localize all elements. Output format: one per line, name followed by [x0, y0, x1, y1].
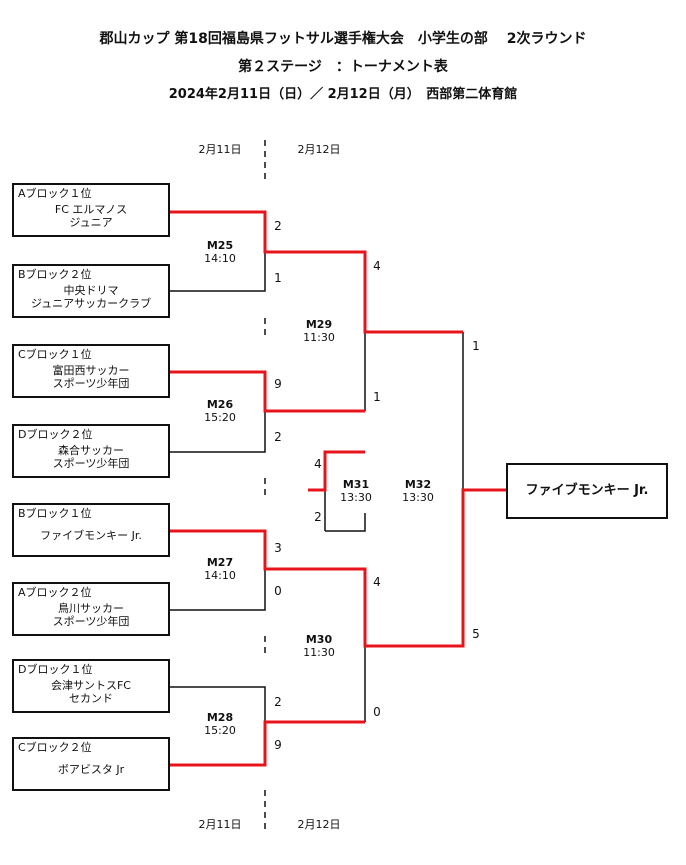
- team-name-line2: セカンド: [69, 692, 113, 705]
- score-m30-top: 4: [373, 575, 381, 589]
- team-name: 鳥川サッカー: [58, 602, 124, 615]
- team-slot-3: Cブロック１位 富田西サッカースポーツ少年団: [12, 344, 170, 398]
- match-m29: M29 11:30: [289, 318, 349, 344]
- score-m31-bottom: 2: [314, 510, 322, 524]
- match-id: M30: [305, 633, 333, 646]
- team-name: 森合サッカー: [58, 444, 124, 457]
- team-name-line2: スポーツ少年団: [52, 457, 130, 470]
- match-time: 15:20: [204, 724, 236, 737]
- match-time: 14:10: [204, 252, 236, 265]
- team-slot-5: Bブロック１位 ファイブモンキー Jr.: [12, 503, 170, 557]
- score-m28-bottom: 9: [274, 738, 282, 752]
- date-day1-top: 2月11日: [198, 143, 242, 156]
- match-m26: M26 15:20: [190, 398, 250, 424]
- score-m26-top: 9: [274, 377, 282, 391]
- champion-box: ファイブモンキー Jr.: [506, 463, 668, 519]
- score-m31-top: 4: [314, 457, 322, 471]
- match-m27: M27 14:10: [190, 556, 250, 582]
- stage-title: 第２ステージ ：トーナメント表: [238, 59, 448, 75]
- match-time: 11:30: [303, 646, 335, 659]
- team-name: 中央ドリマ: [63, 284, 119, 297]
- block-label: Cブロック２位: [18, 741, 92, 754]
- match-m30: M30 11:30: [289, 633, 349, 659]
- block-label: Aブロック１位: [18, 187, 92, 200]
- match-time: 15:20: [204, 411, 236, 424]
- score-m29-bottom: 1: [373, 390, 381, 404]
- score-m28-top: 2: [274, 695, 282, 709]
- score-m29-top: 4: [373, 259, 381, 273]
- date-venue: 2024年2月11日（日）／ 2月12日（月） 西部第二体育館: [168, 87, 518, 102]
- match-time: 13:30: [402, 491, 434, 504]
- date-day1-bottom: 2月11日: [198, 818, 242, 831]
- block-label: Dブロック１位: [18, 663, 93, 676]
- team-name: ボアビスタ Jr: [57, 763, 125, 776]
- score-m30-bottom: 0: [373, 705, 381, 719]
- block-label: Aブロック２位: [18, 586, 92, 599]
- match-time: 13:30: [340, 491, 372, 504]
- team-name-line2: ジュニアサッカークラブ: [30, 297, 152, 310]
- date-day2-top: 2月12日: [297, 143, 341, 156]
- date-day2-bottom: 2月12日: [297, 818, 341, 831]
- match-time: 11:30: [303, 331, 335, 344]
- match-m28: M28 15:20: [190, 711, 250, 737]
- match-m32: M32 13:30: [388, 478, 448, 504]
- team-name: ファイブモンキー Jr.: [40, 529, 142, 542]
- block-label: Bブロック１位: [18, 507, 92, 520]
- score-m26-bottom: 2: [274, 430, 282, 444]
- match-id: M32: [404, 478, 432, 491]
- score-m32-bottom: 5: [472, 627, 480, 641]
- team-slot-4: Dブロック２位 森合サッカースポーツ少年団: [12, 424, 170, 478]
- match-time: 14:10: [204, 569, 236, 582]
- match-m25: M25 14:10: [190, 239, 250, 265]
- match-id: M27: [206, 556, 234, 569]
- match-id: M31: [342, 478, 370, 491]
- team-name: FC エルマノス: [54, 203, 128, 216]
- score-m25-top: 2: [274, 219, 282, 233]
- score-m27-bottom: 0: [274, 584, 282, 598]
- team-slot-8: Cブロック２位 ボアビスタ Jr: [12, 737, 170, 791]
- match-id: M26: [206, 398, 234, 411]
- team-name: 会津サントスFC: [50, 679, 131, 692]
- block-label: Cブロック１位: [18, 348, 92, 361]
- team-slot-6: Aブロック２位 鳥川サッカースポーツ少年団: [12, 582, 170, 636]
- match-id: M29: [305, 318, 333, 331]
- tournament-title: 郡山カップ 第18回福島県フットサル選手権大会 小学生の部 2次ラウンド: [99, 31, 587, 47]
- match-m31: M31 13:30: [326, 478, 386, 504]
- score-m25-bottom: 1: [274, 271, 282, 285]
- team-name-line2: ジュニア: [69, 216, 113, 229]
- team-slot-1: Aブロック１位 FC エルマノスジュニア: [12, 183, 170, 237]
- score-m27-top: 3: [274, 541, 282, 555]
- block-label: Bブロック２位: [18, 268, 92, 281]
- team-name-line2: スポーツ少年団: [52, 615, 130, 628]
- score-m32-top: 1: [472, 339, 480, 353]
- match-id: M28: [206, 711, 234, 724]
- match-id: M25: [206, 239, 234, 252]
- team-slot-2: Bブロック２位 中央ドリマジュニアサッカークラブ: [12, 264, 170, 318]
- block-label: Dブロック２位: [18, 428, 93, 441]
- winner-lines: [170, 210, 506, 767]
- team-name: 富田西サッカー: [52, 364, 130, 377]
- team-name-line2: スポーツ少年団: [52, 377, 130, 390]
